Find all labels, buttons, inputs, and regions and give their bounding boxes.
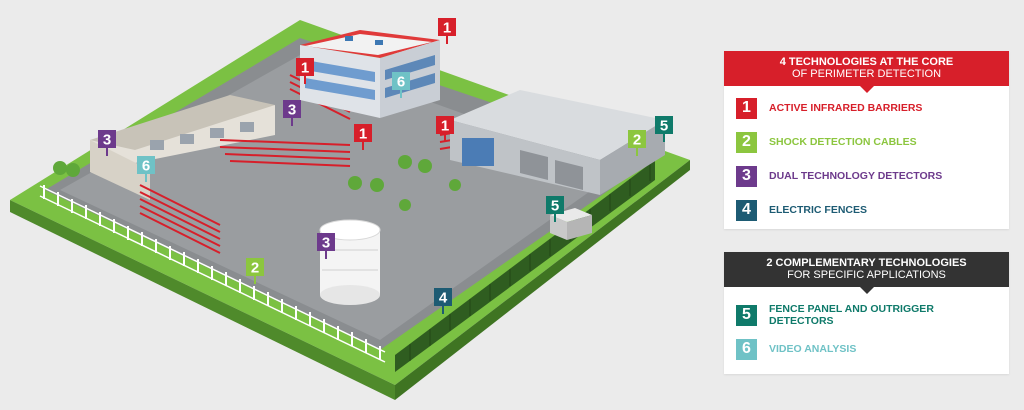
marker-1-0: 1 xyxy=(438,18,456,44)
legend-item-dual-tech: 3 DUAL TECHNOLOGY DETECTORS xyxy=(736,164,999,188)
legend-badge: 1 xyxy=(736,97,757,119)
marker-number: 5 xyxy=(660,118,668,135)
legend-badge: 5 xyxy=(736,304,757,326)
marker-1-2: 1 xyxy=(354,124,372,150)
marker-5-11: 5 xyxy=(546,196,564,222)
marker-3-6: 3 xyxy=(98,130,116,156)
office-building xyxy=(300,30,440,118)
water-tank xyxy=(319,219,381,305)
core-panel-header: 4 TECHNOLOGIES AT THE CORE OF PERIMETER … xyxy=(724,51,1009,93)
marker-number: 3 xyxy=(103,132,111,149)
marker-5-10: 5 xyxy=(655,116,673,142)
technology-markers: 1 1 1 1 2 2 3 3 3 4 5 5 6 6 xyxy=(98,18,673,314)
legend-badge: 3 xyxy=(736,165,757,187)
complementary-panel-subtitle: FOR SPECIFIC APPLICATIONS xyxy=(787,269,946,281)
marker-number: 3 xyxy=(322,235,330,252)
marker-number: 3 xyxy=(288,102,296,119)
legend-item-fence-panel: 5 FENCE PANEL AND OUTRIGGER DETECTORS xyxy=(736,303,999,327)
trees xyxy=(53,155,461,211)
marker-number: 2 xyxy=(251,260,259,277)
site-illustration: 1 1 1 1 2 2 3 3 3 4 5 5 6 6 xyxy=(10,18,690,400)
marker-4-9: 4 xyxy=(434,288,452,314)
left-building xyxy=(90,95,275,200)
legend-item-video-analysis: 6 VIDEO ANALYSIS xyxy=(736,337,999,361)
marker-number: 6 xyxy=(397,74,405,91)
warehouse xyxy=(450,90,665,195)
marker-number: 4 xyxy=(439,290,448,307)
legend-label: SHOCK DETECTION CABLES xyxy=(769,136,917,148)
legend-label: FENCE PANEL AND OUTRIGGER DETECTORS xyxy=(769,303,934,327)
legend-item-electric-fences: 4 ELECTRIC FENCES xyxy=(736,198,999,222)
marker-number: 1 xyxy=(301,60,309,77)
marker-number: 6 xyxy=(142,158,150,175)
legend-badge: 6 xyxy=(736,338,757,360)
marker-1-3: 1 xyxy=(436,116,454,142)
legend-label: DUAL TECHNOLOGY DETECTORS xyxy=(769,170,943,182)
marker-2-4: 2 xyxy=(628,130,646,156)
complementary-technologies-panel: 2 COMPLEMENTARY TECHNOLOGIES FOR SPECIFI… xyxy=(724,252,1009,374)
complementary-panel-header: 2 COMPLEMENTARY TECHNOLOGIES FOR SPECIFI… xyxy=(724,252,1009,294)
marker-6-13: 6 xyxy=(137,156,155,182)
legend-label: VIDEO ANALYSIS xyxy=(769,343,857,355)
core-panel-subtitle: OF PERIMETER DETECTION xyxy=(791,68,942,80)
marker-number: 1 xyxy=(441,118,449,135)
legend-badge: 2 xyxy=(736,131,757,153)
marker-number: 2 xyxy=(633,132,641,149)
marker-number: 1 xyxy=(443,20,451,37)
complementary-legend-list: 5 FENCE PANEL AND OUTRIGGER DETECTORS 6 … xyxy=(724,287,1009,375)
legend-label: ELECTRIC FENCES xyxy=(769,204,868,216)
marker-number: 5 xyxy=(551,198,559,215)
legend-label: ACTIVE INFRARED BARRIERS xyxy=(769,102,923,114)
legend-item-shock-cables: 2 SHOCK DETECTION CABLES xyxy=(736,130,999,154)
marker-6-12: 6 xyxy=(392,72,410,98)
marker-2-5: 2 xyxy=(246,258,264,284)
legend-item-infrared: 1 ACTIVE INFRARED BARRIERS xyxy=(736,96,999,120)
complementary-panel-title: 2 COMPLEMENTARY TECHNOLOGIES xyxy=(766,257,967,269)
legend-badge: 4 xyxy=(736,199,757,221)
core-technologies-panel: 4 TECHNOLOGIES AT THE CORE OF PERIMETER … xyxy=(724,51,1009,229)
core-panel-title: 4 TECHNOLOGIES AT THE CORE xyxy=(779,56,954,68)
core-legend-list: 1 ACTIVE INFRARED BARRIERS 2 SHOCK DETEC… xyxy=(724,86,1009,236)
marker-3-7: 3 xyxy=(283,100,301,126)
marker-number: 1 xyxy=(359,126,367,143)
marker-1-1: 1 xyxy=(296,58,314,84)
marker-3-8: 3 xyxy=(317,233,335,259)
picket-fence xyxy=(39,185,386,363)
